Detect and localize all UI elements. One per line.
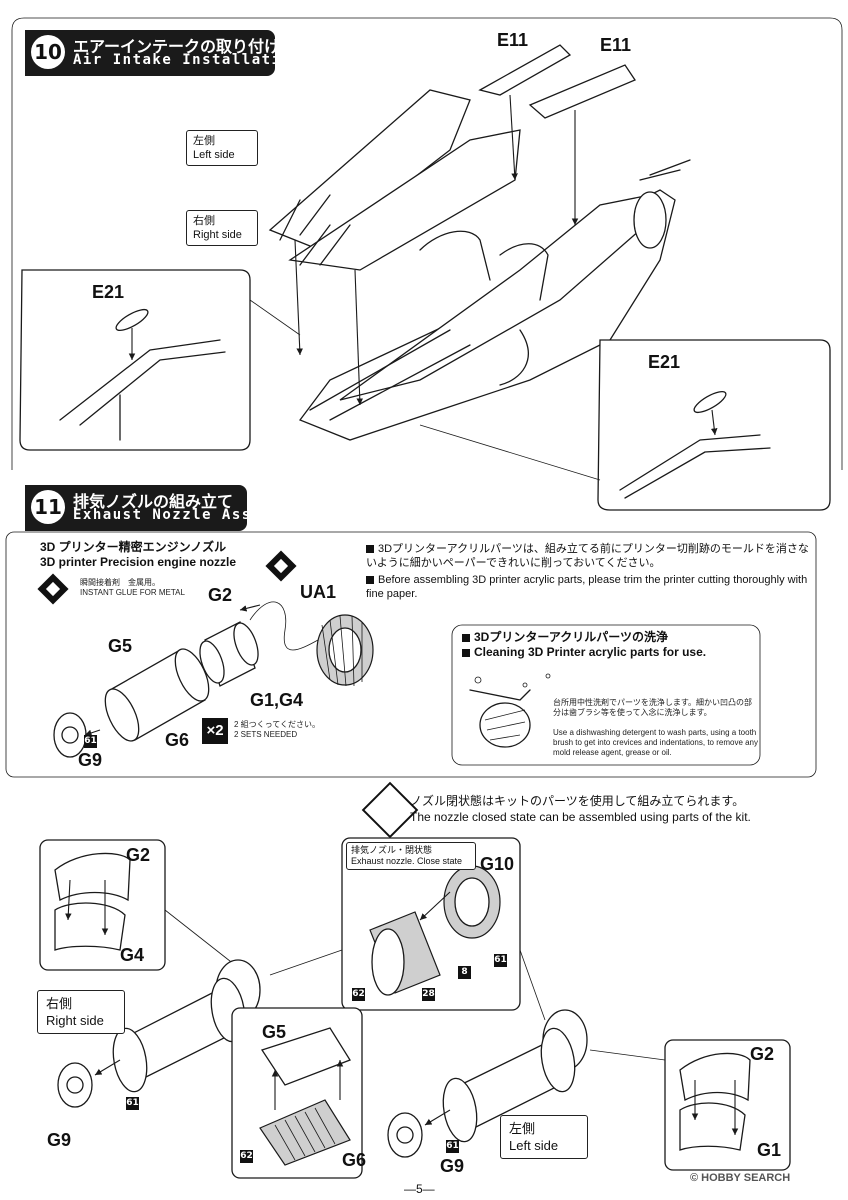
printer-nozzle-title: 3D プリンター精密エンジンノズル 3D printer Precision e… <box>40 540 236 570</box>
printer-nozzle-title-en: 3D printer Precision engine nozzle <box>40 555 237 569</box>
e21-detail-right <box>419 339 831 511</box>
step10-frame <box>11 17 843 470</box>
acrylic-trim-note: 3Dプリンターアクリルパーツは、組み立てる前にプリンター切削跡のモールドを消さな… <box>366 542 811 601</box>
part-e21-left: E21 <box>92 282 125 302</box>
cleaning-illustration <box>469 673 551 748</box>
glue-note-en: INSTANT GLUE FOR METAL <box>80 588 185 597</box>
cleaning-text-en: Use a dishwashing detergent to wash part… <box>553 728 759 757</box>
watermark: © HOBBY SEARCH <box>690 1172 791 1184</box>
printer-nozzle-title-jp: 3D プリンター精密エンジンノズル <box>40 540 227 554</box>
part-g2-left: G2 <box>126 845 151 865</box>
cleaning-title-jp: 3Dプリンターアクリルパーツの洗浄 <box>474 630 669 644</box>
part-g1: G1 <box>757 1140 782 1160</box>
part-g2-right: G2 <box>750 1044 775 1064</box>
g2-g1-detail-right <box>664 1039 791 1171</box>
color-code-62-lower: 62 <box>240 1150 253 1163</box>
right-nozzle-drawing <box>57 959 261 1108</box>
left-side-en-11: Left side <box>509 1138 559 1153</box>
two-sets-mark: ×2 <box>202 718 228 744</box>
step10-title-en: Air Intake Installation <box>73 52 302 68</box>
step11-title-en: Exhaust Nozzle Assembly <box>73 507 302 523</box>
right-side-en: Right side <box>193 229 242 241</box>
part-g9-left: G9 <box>440 1156 465 1176</box>
part-g5-printer: G5 <box>108 636 133 656</box>
part-g10: G10 <box>480 854 515 874</box>
part-g2-printer: G2 <box>208 585 233 605</box>
bullet-icon <box>462 648 470 657</box>
part-e11-a: E11 <box>497 30 529 50</box>
part-ua1: UA1 <box>300 582 337 602</box>
color-code-62-close: 62 <box>352 988 365 1001</box>
right-side-jp-11: 右側 <box>46 996 73 1011</box>
left-side-label-10: 左側 Left side <box>186 130 258 166</box>
right-side-label-10: 右側 Right side <box>186 210 258 246</box>
color-code-61-close: 61 <box>494 954 507 967</box>
closed-state-note: ノズル閉状態はキットのパーツを使用して組み立てられます。 The nozzle … <box>410 793 751 825</box>
closed-state-note-en: The nozzle closed state can be assembled… <box>410 810 751 824</box>
glue-note: 瞬間接着剤 金属用。 INSTANT GLUE FOR METAL <box>80 578 185 598</box>
bullet-icon <box>366 545 374 554</box>
part-g9-right: G9 <box>47 1130 72 1150</box>
cleaning-title: 3Dプリンターアクリルパーツの洗浄 Cleaning 3D Printer ac… <box>462 630 706 660</box>
part-g9-printer: G9 <box>78 750 103 770</box>
cleaning-text-jp: 台所用中性洗剤でパーツを洗浄します。細かい凹凸の部分は歯ブラシ等を使って入念に洗… <box>553 698 753 717</box>
left-nozzle-drawing <box>387 1009 666 1158</box>
two-sets-jp: 2 組つくってください。 <box>234 720 321 729</box>
step11-header: 11 排気ノズルの組み立て Exhaust Nozzle Assembly <box>25 485 300 531</box>
two-sets-en: 2 SETS NEEDED <box>234 730 298 739</box>
glue-note-jp: 瞬間接着剤 金属用。 <box>80 578 160 587</box>
right-side-label-11: 右側 Right side <box>37 990 125 1034</box>
part-e11-b: E11 <box>600 35 632 55</box>
left-side-en: Left side <box>193 149 235 161</box>
part-g6-lower: G6 <box>342 1150 367 1170</box>
color-code-8: 8 <box>458 966 471 979</box>
part-g6-printer: G6 <box>165 730 190 750</box>
step11-panel-frame <box>5 531 817 778</box>
right-side-jp: 右側 <box>193 215 215 227</box>
part-g4: G4 <box>120 945 145 965</box>
cleaning-box-frame <box>451 624 761 766</box>
closed-state-note-jp: ノズル閉状態はキットのパーツを使用して組み立てられます。 <box>410 794 745 808</box>
bullet-icon <box>366 576 374 585</box>
color-code-61-printer: 61 <box>84 735 97 748</box>
page-number: —5— <box>404 1182 435 1196</box>
left-side-label-11: 左側 Left side <box>500 1115 588 1159</box>
cleaning-title-en: Cleaning 3D Printer acrylic parts for us… <box>474 645 707 659</box>
right-side-en-11: Right side <box>46 1013 104 1028</box>
close-state-en: Exhaust nozzle. Close state <box>351 856 463 866</box>
step10-header: 10 エアーインテークの取り付け Air Intake Installation <box>25 30 300 76</box>
closed-nozzle-box-frame <box>269 837 546 1021</box>
left-side-jp-11: 左側 <box>509 1121 536 1136</box>
part-g1-g4: G1,G4 <box>250 690 304 710</box>
g2-g4-detail-left <box>39 839 236 971</box>
color-code-28: 28 <box>422 988 435 1001</box>
fuselage-drawing <box>268 44 691 441</box>
close-state-jp: 排気ノズル・閉状態 <box>351 845 433 855</box>
color-code-61-right: 61 <box>126 1097 139 1110</box>
trim-note-jp: 3Dプリンターアクリルパーツは、組み立てる前にプリンター切削跡のモールドを消さな… <box>366 543 809 569</box>
step10-number: 10 <box>31 35 65 69</box>
left-side-jp: 左側 <box>193 135 215 147</box>
close-state-box-label: 排気ノズル・閉状態 Exhaust nozzle. Close state <box>346 842 476 870</box>
step11-title-jp: 排気ノズルの組み立て <box>73 492 234 511</box>
bullet-icon <box>462 633 470 642</box>
part-e21-right: E21 <box>648 352 681 372</box>
printer-nozzle-drawing <box>53 601 374 758</box>
trim-note-en: Before assembling 3D printer acrylic par… <box>366 574 808 600</box>
g5-g6-detail <box>231 1007 363 1179</box>
part-g5-lower: G5 <box>262 1022 287 1042</box>
step10-title-jp: エアーインテークの取り付け <box>73 37 281 56</box>
two-sets-note: 2 組つくってください。 2 SETS NEEDED <box>234 720 320 740</box>
color-code-61-left: 61 <box>446 1140 459 1153</box>
e21-detail-left <box>19 269 301 451</box>
step11-number: 11 <box>31 490 65 524</box>
